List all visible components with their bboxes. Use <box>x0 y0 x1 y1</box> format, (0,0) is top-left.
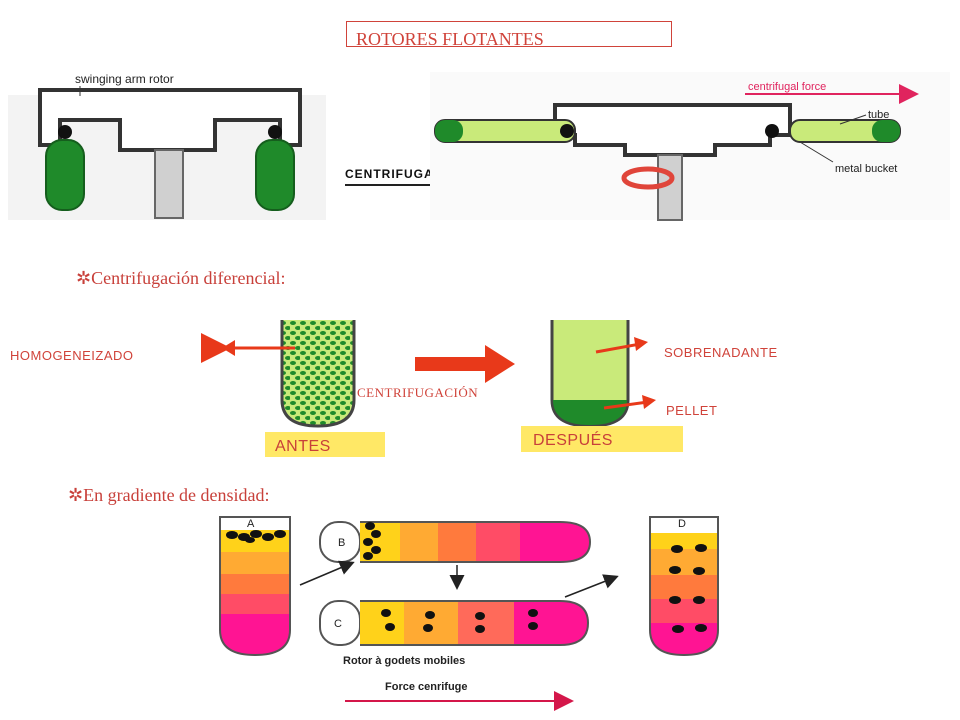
arm-rotor-label: swinging arm rotor <box>75 72 174 86</box>
before-tag: ANTES <box>265 432 385 457</box>
rotation-icon <box>621 166 675 190</box>
centrifugation-big-arrow <box>485 345 515 383</box>
differential-heading: ✲Centrifugación diferencial: <box>76 268 286 288</box>
left-tube-2 <box>255 139 295 211</box>
left-tube-1 <box>45 139 85 211</box>
metal-bucket-label: metal bucket <box>835 163 897 175</box>
differential-figure <box>201 320 656 428</box>
tube-b <box>360 522 590 562</box>
density-gradient-figure: A B C D Rotor <box>219 516 719 711</box>
process-label: CENTRIFUGACIÓN <box>357 385 479 400</box>
tube-a-label: A <box>247 518 255 530</box>
centrifugal-force-label: centrifugal force <box>748 81 826 93</box>
homogenate-label: HOMOGENEIZADO <box>10 348 134 363</box>
density-heading: ✲En gradiente de densidad: <box>68 485 270 505</box>
rotor-caption: Rotor à godets mobiles <box>343 655 465 667</box>
before-tube <box>280 320 356 428</box>
after-tag: DESPUÉS <box>521 426 683 452</box>
bullet-icon: ✲ <box>68 485 84 505</box>
supernatant-label: SOBRENADANTE <box>664 345 778 360</box>
flow-arrow-a-b <box>299 560 355 586</box>
tube-label: tube <box>868 109 889 121</box>
title-box <box>346 21 672 47</box>
force-caption: Force cenrifuge <box>385 681 468 693</box>
tube-b-label: B <box>338 537 345 549</box>
tube-d <box>650 517 718 655</box>
bullet-icon: ✲ <box>76 268 92 288</box>
supernatant-arrow <box>595 342 641 354</box>
page-title: ROTORES FLOTANTES <box>356 29 544 49</box>
tube-c <box>360 601 588 645</box>
flow-arrow-c-d <box>564 574 619 598</box>
pellet-arrow <box>603 400 649 410</box>
swinging-rotor-figure: swinging arm rotor CENTRIFUGATION centri… <box>8 72 950 221</box>
tube-c-label: C <box>334 618 342 630</box>
tube-d-label: D <box>678 518 686 530</box>
pellet-label: PELLET <box>666 403 718 418</box>
